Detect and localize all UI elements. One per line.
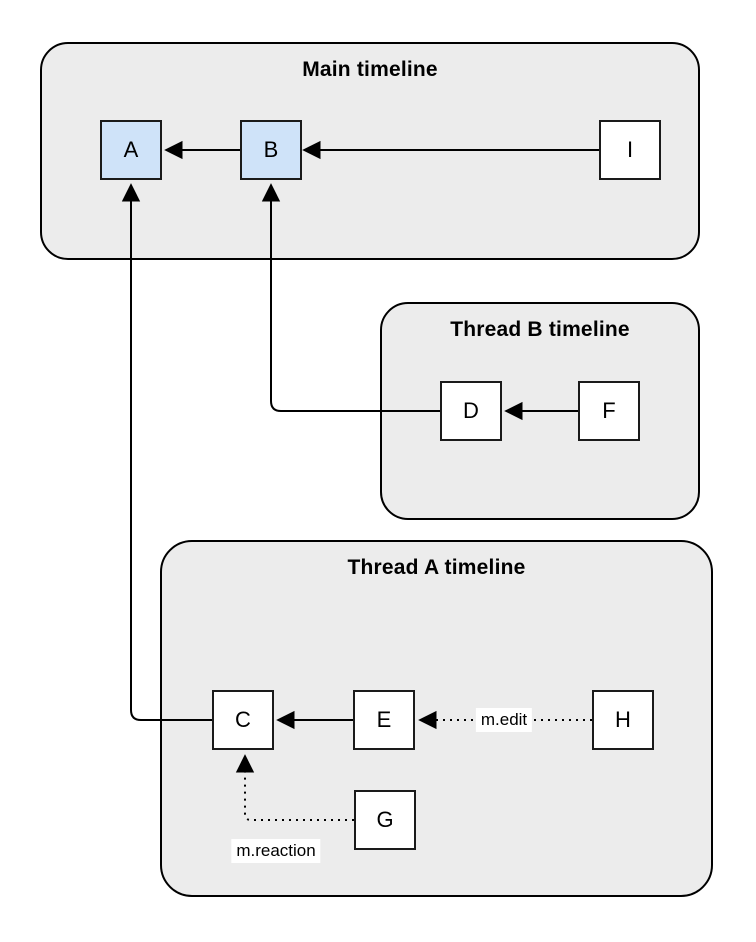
node-F-label: F (602, 398, 616, 423)
node-C: C (212, 690, 274, 750)
node-D-label: D (463, 398, 479, 423)
node-A: A (100, 120, 162, 180)
group-title-thread-b-timeline: Thread B timeline (450, 318, 630, 341)
group-title-main-timeline: Main timeline (302, 58, 438, 81)
node-D: D (440, 381, 502, 441)
node-C-label: C (235, 707, 251, 732)
edge-D-to-B (261, 183, 440, 412)
node-A-label: A (123, 137, 139, 162)
node-E: E (353, 690, 415, 750)
node-I-label: I (626, 137, 634, 162)
node-F: F (578, 381, 640, 441)
node-E-label: E (376, 707, 392, 732)
node-H: H (592, 690, 654, 750)
edge-label-m-reaction: m.reaction (231, 839, 321, 863)
group-title-thread-a-timeline: Thread A timeline (347, 556, 526, 579)
node-B-label: B (263, 137, 279, 162)
node-G-label: G (376, 807, 394, 832)
edge-C-to-A (121, 183, 212, 721)
node-H-label: H (615, 707, 631, 732)
node-B: B (240, 120, 302, 180)
node-G: G (354, 790, 416, 850)
edge-label-m-edit: m.edit (475, 708, 533, 732)
node-I: I (599, 120, 661, 180)
edge-G-to-C-m-reaction (235, 754, 354, 821)
